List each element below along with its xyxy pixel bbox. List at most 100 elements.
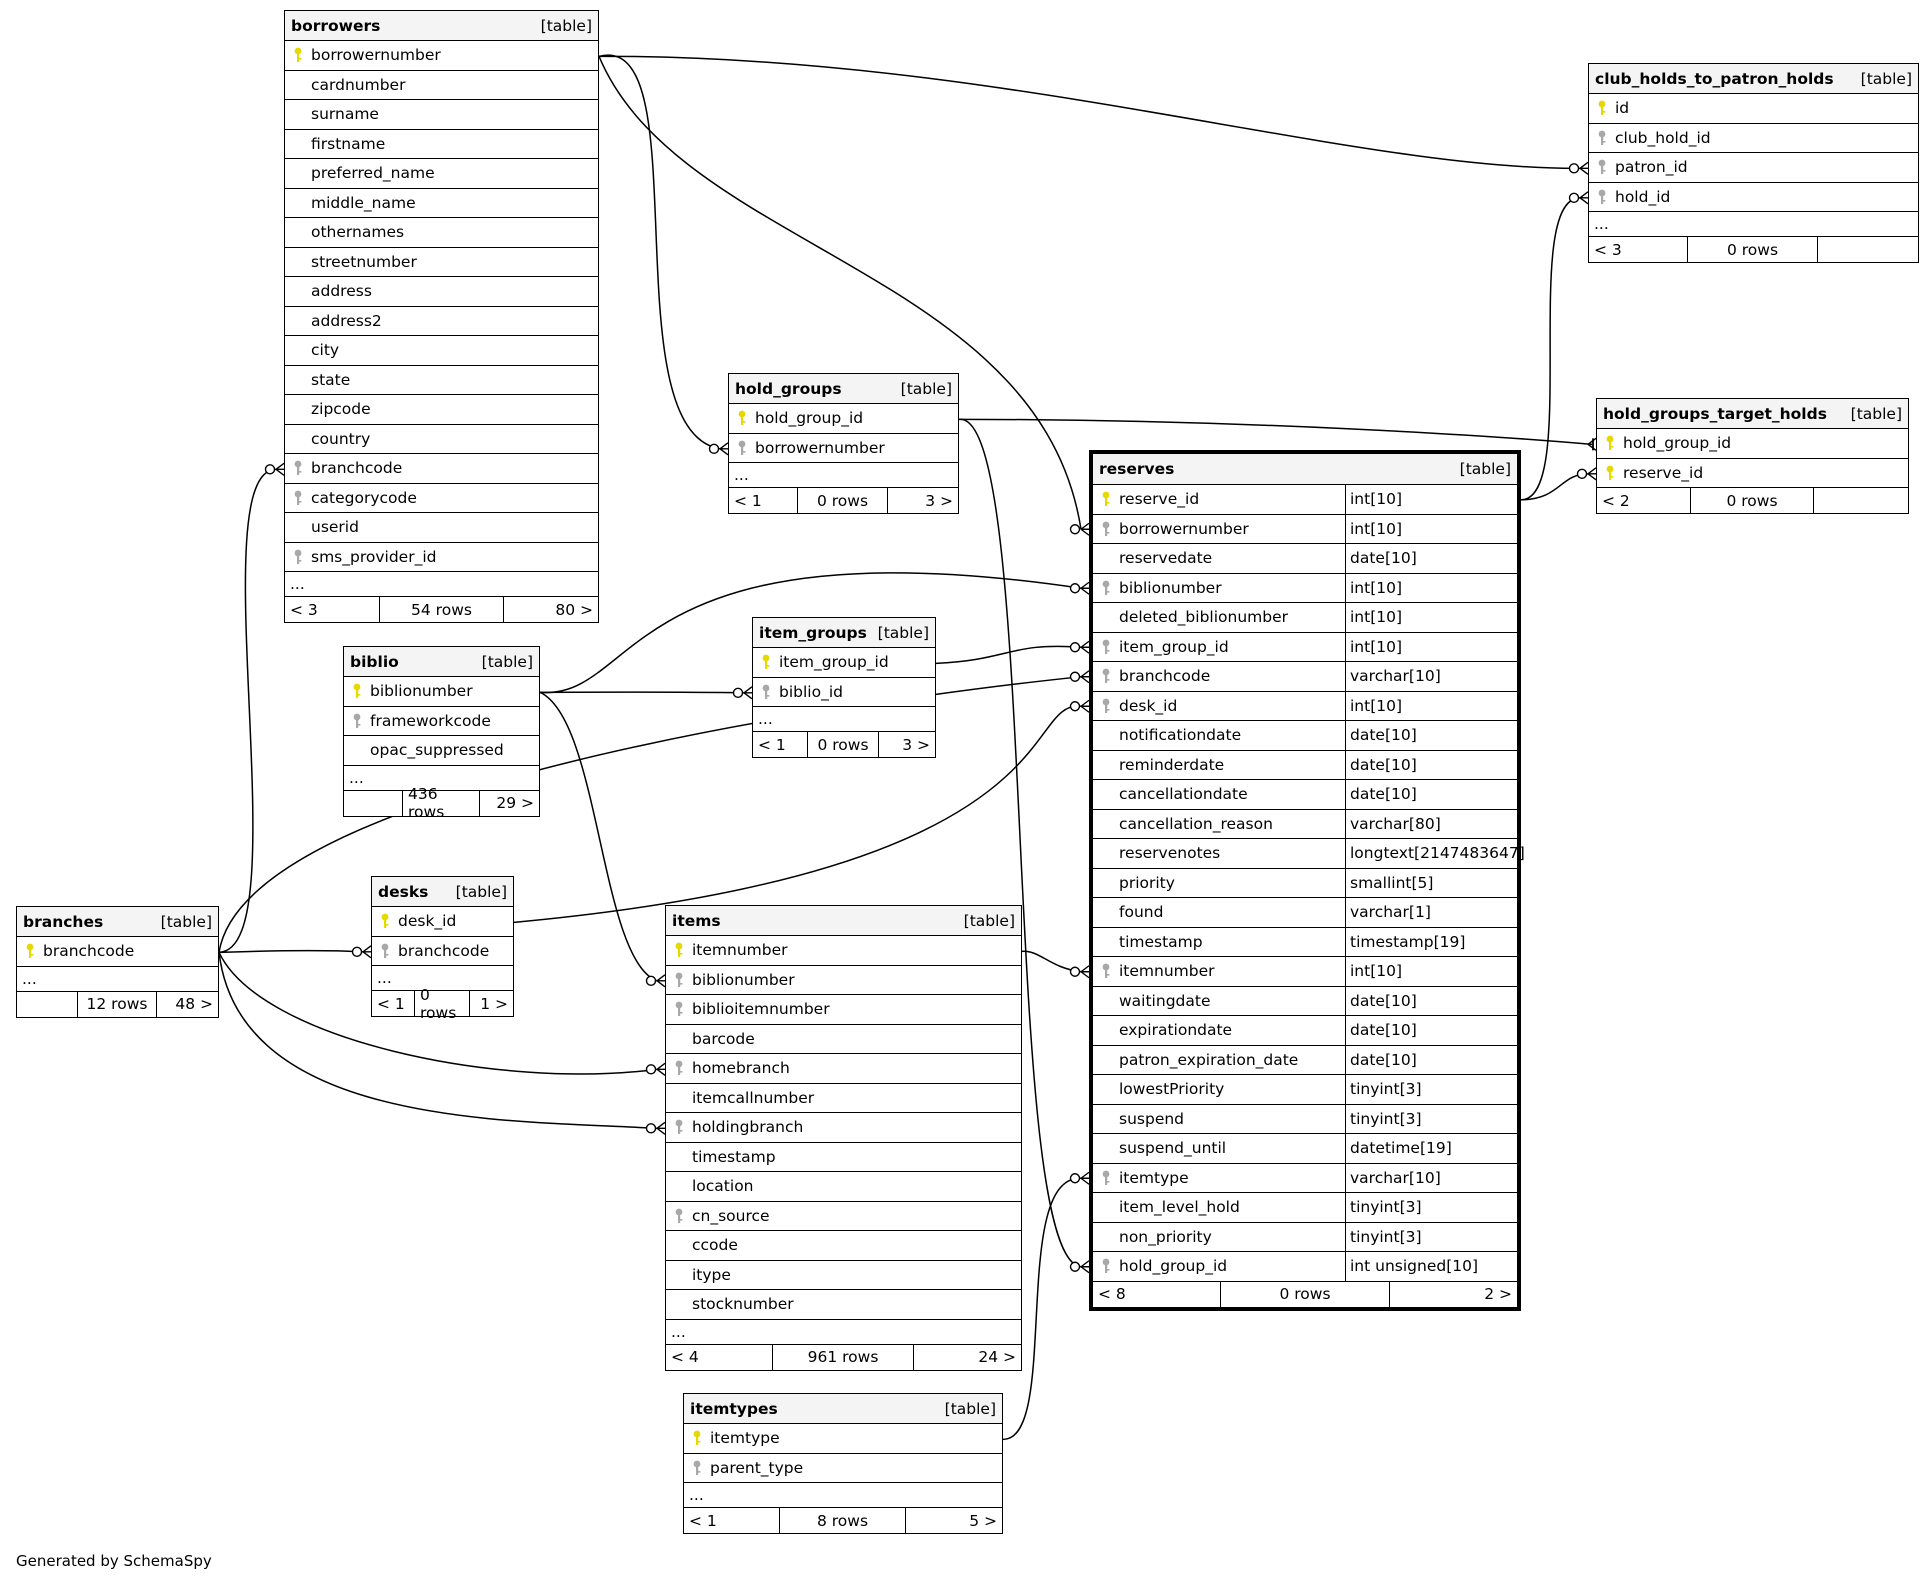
- child-count[interactable]: 48 >: [175, 995, 213, 1013]
- column-row[interactable]: itype: [666, 1261, 1021, 1290]
- table-name[interactable]: branches: [23, 912, 104, 931]
- column-row[interactable]: barcode: [666, 1025, 1021, 1054]
- parent-count[interactable]: < 1: [377, 994, 405, 1013]
- table-name[interactable]: desks: [378, 882, 429, 901]
- more-columns-ellipsis[interactable]: ...: [729, 463, 958, 488]
- table-header[interactable]: hold_groups[table]: [729, 374, 958, 404]
- column-row[interactable]: state: [285, 366, 598, 395]
- column-row[interactable]: hold_id: [1589, 183, 1918, 212]
- child-count[interactable]: 29 >: [496, 794, 534, 812]
- table-header[interactable]: hold_groups_target_holds[table]: [1597, 399, 1908, 429]
- column-row[interactable]: itemtype: [684, 1424, 1002, 1454]
- column-row[interactable]: borrowernumber: [729, 434, 958, 463]
- column-row[interactable]: branchcode: [17, 937, 218, 967]
- column-row[interactable]: location: [666, 1172, 1021, 1202]
- column-row[interactable]: ccode: [666, 1231, 1021, 1261]
- column-row[interactable]: surname: [285, 100, 598, 130]
- child-count[interactable]: 2 >: [1484, 1285, 1512, 1303]
- column-row[interactable]: branchcode: [372, 937, 513, 966]
- child-count[interactable]: 5 >: [969, 1511, 997, 1530]
- parent-count[interactable]: < 8: [1098, 1285, 1126, 1303]
- more-columns-ellipsis[interactable]: ...: [666, 1320, 1021, 1345]
- column-row[interactable]: city: [285, 336, 598, 366]
- column-row[interactable]: itemcallnumber: [666, 1084, 1021, 1113]
- column-row[interactable]: biblionumber: [344, 677, 539, 707]
- table-name[interactable]: biblio: [350, 652, 399, 671]
- column-row[interactable]: frameworkcode: [344, 707, 539, 736]
- parent-count[interactable]: < 1: [689, 1511, 717, 1530]
- column-row[interactable]: borrowernumber: [285, 41, 598, 71]
- child-count[interactable]: 80 >: [555, 600, 593, 619]
- more-columns-ellipsis[interactable]: ...: [753, 707, 935, 732]
- column-row[interactable]: zipcode: [285, 395, 598, 425]
- table-header[interactable]: itemtypes[table]: [684, 1394, 1002, 1424]
- table-name[interactable]: club_holds_to_patron_holds: [1595, 69, 1834, 88]
- parent-count[interactable]: < 4: [671, 1348, 699, 1366]
- table-header[interactable]: borrowers[table]: [285, 11, 598, 41]
- more-columns-ellipsis[interactable]: ...: [372, 966, 513, 991]
- parent-count[interactable]: < 1: [734, 491, 762, 510]
- column-row[interactable]: sms_provider_id: [285, 543, 598, 572]
- column-row[interactable]: cn_source: [666, 1202, 1021, 1231]
- column-row[interactable]: desk_id: [372, 907, 513, 937]
- more-columns-ellipsis[interactable]: ...: [1589, 212, 1918, 237]
- column-row[interactable]: biblio_id: [753, 678, 935, 707]
- table-name[interactable]: item_groups: [759, 623, 867, 642]
- table-header[interactable]: branches[table]: [17, 907, 218, 937]
- child-count[interactable]: [1814, 488, 1908, 513]
- parent-count[interactable]: < 3: [1594, 240, 1622, 259]
- table-name[interactable]: reserves: [1099, 460, 1175, 478]
- table-name[interactable]: hold_groups_target_holds: [1603, 404, 1827, 423]
- column-row[interactable]: cardnumber: [285, 71, 598, 100]
- child-count[interactable]: [1818, 237, 1918, 262]
- table-name[interactable]: itemtypes: [690, 1399, 778, 1418]
- more-columns-ellipsis[interactable]: ...: [17, 967, 218, 992]
- column-row[interactable]: biblioitemnumber: [666, 995, 1021, 1025]
- parent-count[interactable]: [344, 791, 402, 816]
- column-row[interactable]: othernames: [285, 218, 598, 248]
- column-row[interactable]: hold_group_id: [729, 404, 958, 434]
- column-row[interactable]: categorycode: [285, 484, 598, 513]
- table-header[interactable]: biblio[table]: [344, 647, 539, 677]
- column-row[interactable]: id: [1589, 94, 1918, 124]
- column-row[interactable]: holdingbranch: [666, 1113, 1021, 1143]
- parent-count[interactable]: < 2: [1602, 491, 1630, 510]
- column-row[interactable]: opac_suppressed: [344, 736, 539, 766]
- parent-count[interactable]: [17, 992, 77, 1017]
- child-count[interactable]: 3 >: [925, 491, 953, 510]
- column-row[interactable]: firstname: [285, 130, 598, 159]
- column-row[interactable]: streetnumber: [285, 248, 598, 277]
- column-row[interactable]: parent_type: [684, 1454, 1002, 1483]
- parent-count[interactable]: < 1: [758, 735, 786, 754]
- more-columns-ellipsis[interactable]: ...: [344, 766, 539, 791]
- column-row[interactable]: homebranch: [666, 1054, 1021, 1084]
- column-row[interactable]: preferred_name: [285, 159, 598, 189]
- column-row[interactable]: patron_id: [1589, 153, 1918, 183]
